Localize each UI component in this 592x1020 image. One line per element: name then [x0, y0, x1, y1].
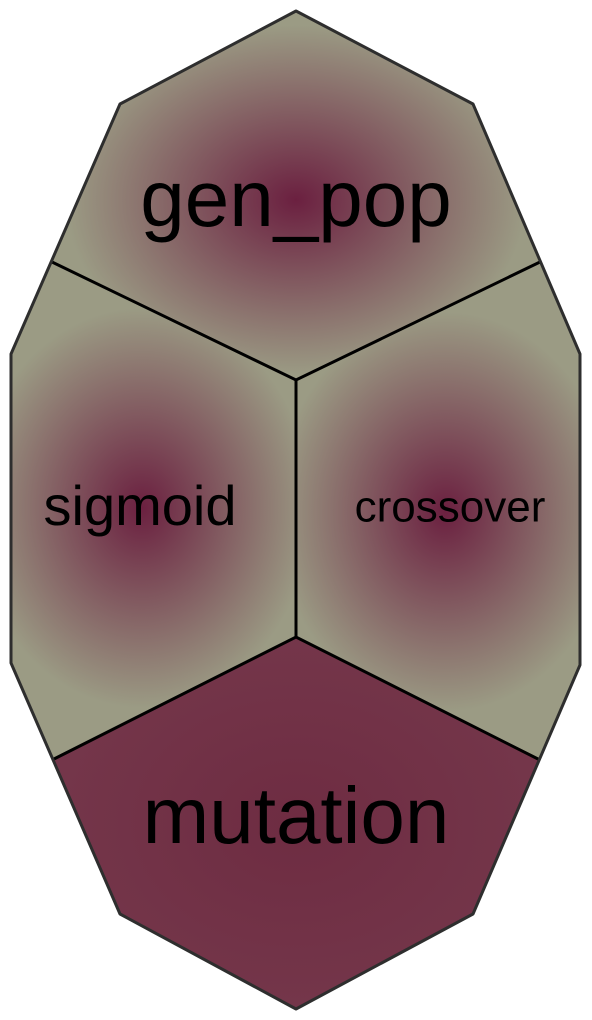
- cell-sigmoid: sigmoid: [11, 262, 296, 760]
- cell-crossover: crossover: [296, 262, 580, 760]
- cell-mutation-label: mutation: [143, 771, 450, 860]
- cell-dividers: [51, 260, 541, 762]
- cell-gen-pop: gen_pop: [52, 11, 540, 380]
- cell-mutation: mutation: [52, 637, 540, 1009]
- outer-outline: [9, 9, 582, 1011]
- cell-crossover-label: crossover: [355, 483, 546, 532]
- cell-gen-pop-label: gen_pop: [140, 154, 451, 243]
- cell-mutation-shape: [52, 637, 540, 1009]
- cell-sigmoid-label: sigmoid: [44, 474, 237, 537]
